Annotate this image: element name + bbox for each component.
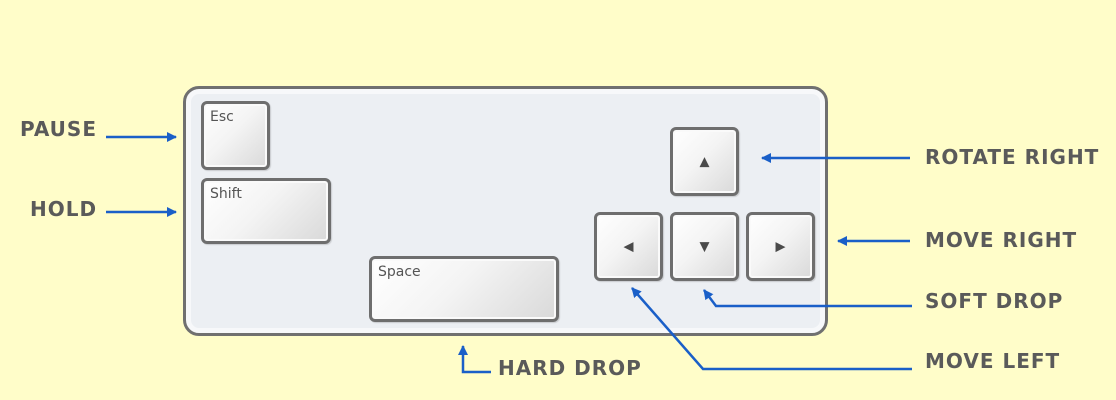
space-key[interactable]: Space xyxy=(369,256,559,322)
arrow-left-icon: ◀ xyxy=(623,239,634,254)
hold-label: HOLD xyxy=(30,197,98,221)
arrow-right-key[interactable]: ▶ xyxy=(746,212,815,281)
arrow-left-key[interactable]: ◀ xyxy=(594,212,663,281)
esc-key[interactable]: Esc xyxy=(201,101,270,170)
space-key-label: Space xyxy=(378,264,421,280)
esc-key-label: Esc xyxy=(210,109,234,125)
move-right-label: MOVE RIGHT xyxy=(925,228,1078,252)
move-left-arrow xyxy=(631,287,912,371)
shift-key[interactable]: Shift xyxy=(201,178,331,244)
move-left-label: MOVE LEFT xyxy=(925,349,1061,373)
hard-drop-label: HARD DROP xyxy=(498,356,642,380)
arrow-down-icon: ▼ xyxy=(699,239,710,254)
shift-key-label: Shift xyxy=(210,186,242,202)
soft-drop-arrow xyxy=(703,289,912,308)
hard-drop-arrow xyxy=(458,345,491,374)
keyboard-panel: Esc Shift Space ▲ ◀ ▼ ▶ xyxy=(183,86,828,336)
pause-label: PAUSE xyxy=(20,117,97,141)
arrow-down-key[interactable]: ▼ xyxy=(670,212,739,281)
soft-drop-label: SOFT DROP xyxy=(925,289,1064,313)
arrow-right-icon: ▶ xyxy=(775,239,786,254)
rotate-right-label: ROTATE RIGHT xyxy=(925,145,1100,169)
arrow-up-icon: ▲ xyxy=(699,154,710,169)
arrow-up-key[interactable]: ▲ xyxy=(670,127,739,196)
